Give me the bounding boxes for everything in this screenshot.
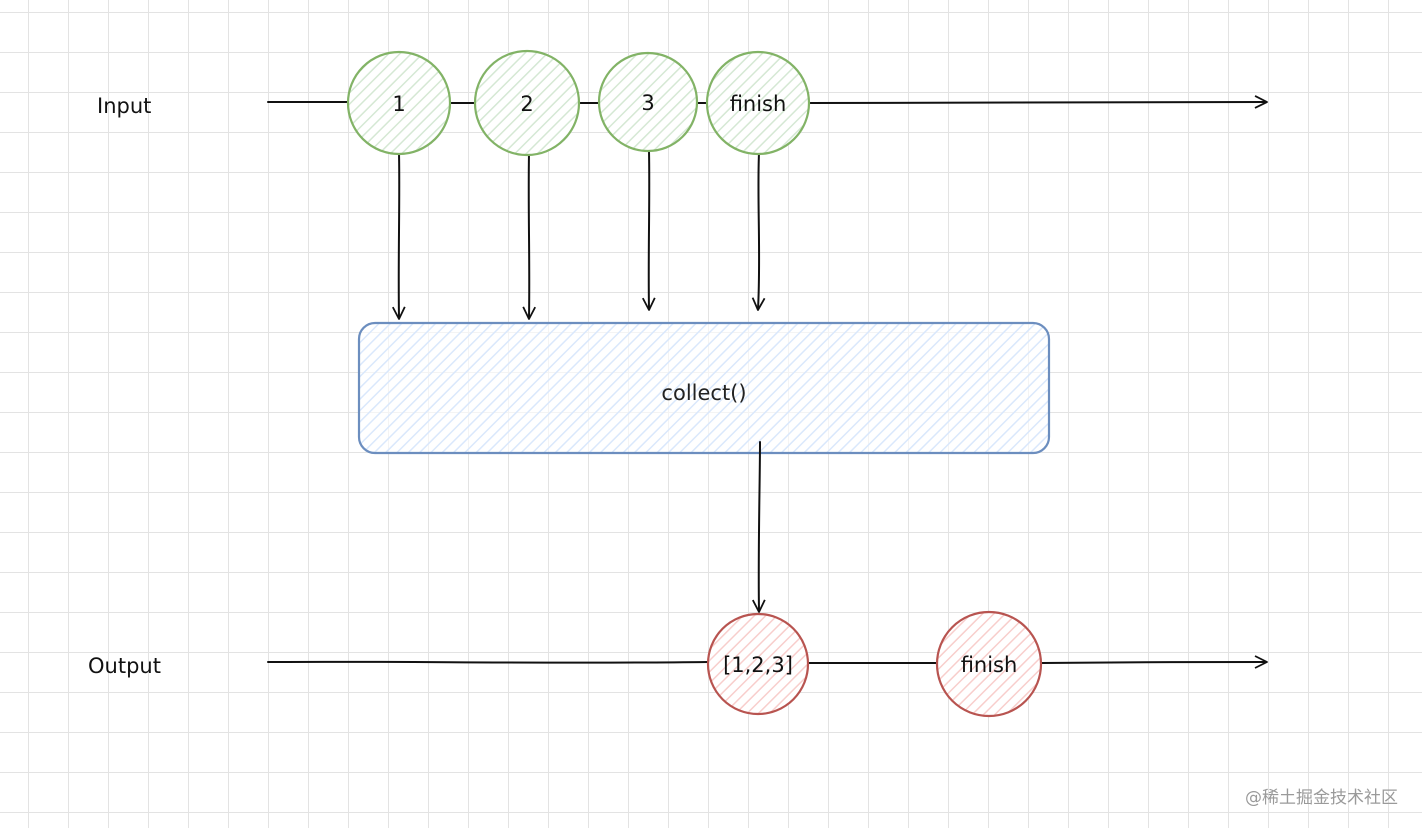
collect-output-arrow bbox=[752, 441, 766, 613]
input-2-arrow bbox=[522, 152, 536, 320]
output-marble-collected: [1,2,3] bbox=[706, 612, 810, 716]
input-lane-label: Input bbox=[97, 94, 151, 118]
input-marble-2: 2 bbox=[473, 49, 581, 157]
input-marble-finish: finish bbox=[705, 50, 811, 156]
input-timeline-arrow bbox=[808, 95, 1268, 109]
input-marble-1: 1 bbox=[346, 50, 452, 156]
output-timeline-arrow bbox=[1041, 655, 1268, 669]
input-marble-label: finish bbox=[730, 92, 787, 116]
input-marble-label: 2 bbox=[520, 92, 533, 116]
input-marble-label: 1 bbox=[392, 92, 405, 116]
input-finish-arrow bbox=[751, 152, 766, 311]
collect-operator-box: collect() bbox=[357, 321, 1051, 455]
output-marble-label: finish bbox=[961, 653, 1018, 677]
input-marble-label: 3 bbox=[641, 91, 654, 115]
output-marble-finish: finish bbox=[935, 610, 1043, 718]
input-marble-3: 3 bbox=[597, 51, 699, 153]
input-3-arrow bbox=[642, 150, 656, 311]
watermark: @稀土掘金技术社区 bbox=[1245, 788, 1398, 808]
output-timeline-start bbox=[267, 660, 709, 664]
output-lane-label: Output bbox=[88, 654, 161, 678]
collect-operator-label: collect() bbox=[661, 381, 746, 405]
input-1-arrow bbox=[392, 152, 406, 320]
output-marble-label: [1,2,3] bbox=[723, 653, 793, 677]
